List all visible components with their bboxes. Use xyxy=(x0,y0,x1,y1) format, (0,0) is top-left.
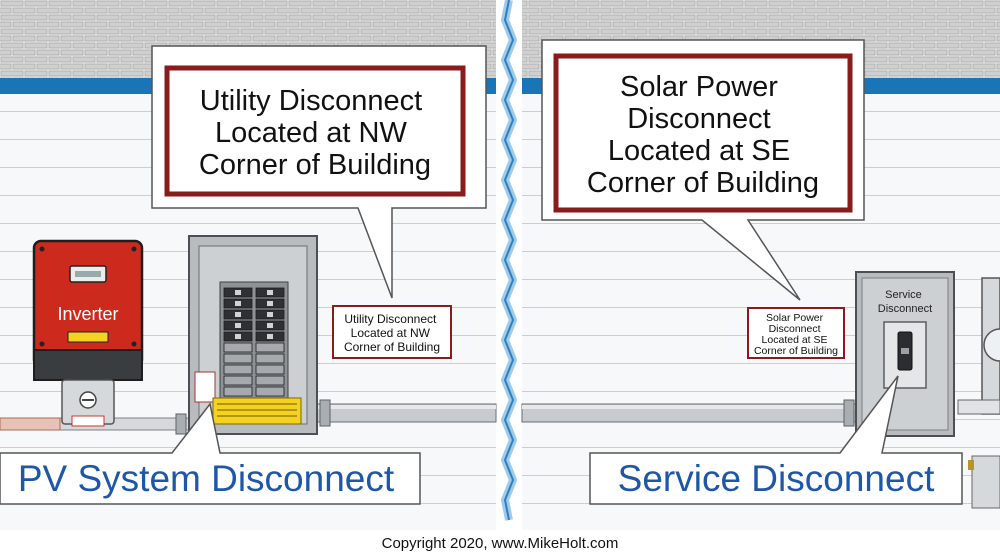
pv-system-disconnect-label: PV System Disconnect xyxy=(18,458,395,499)
breaker-handle xyxy=(267,290,273,295)
right-conduit xyxy=(521,399,859,427)
meter xyxy=(957,277,1000,509)
left-callout-text: Utility Disconnect Located at NW Corner … xyxy=(199,85,431,181)
svg-text:Utility Disconnect Locat: Utility Disconnect Located at NW Corner … xyxy=(344,312,440,354)
left-callout-box xyxy=(164,65,466,197)
breaker-handle xyxy=(235,290,241,295)
breaker-handle xyxy=(267,301,273,306)
breaker xyxy=(223,342,253,353)
breaker-handle xyxy=(267,323,273,328)
left-placard: Utility Disconnect Located at NW Corner … xyxy=(332,305,452,359)
right-bottom-callout: Service Disconnect xyxy=(589,375,963,505)
breaker xyxy=(223,375,253,386)
breaker xyxy=(255,364,285,375)
breaker xyxy=(255,375,285,386)
right-callout-text: Solar Power Disconnect Located at SE Cor… xyxy=(587,71,819,199)
left-conduit xyxy=(315,399,497,427)
footer xyxy=(0,530,1000,556)
panelboard xyxy=(188,235,318,435)
inverter-label: Inverter xyxy=(57,304,118,324)
panelboard-warning-label xyxy=(212,397,302,425)
left-callout: Utility Disconnect Located at NW Corner … xyxy=(151,45,487,299)
breaker xyxy=(255,386,285,397)
right-placard: Solar Power Disconnect Located at SE Cor… xyxy=(747,307,845,359)
svg-text:Solar Power Disconnect: Solar Power Disconnect Located at SE Cor… xyxy=(754,312,838,357)
left-bottom-callout: PV System Disconnect xyxy=(0,402,421,505)
breaker-handle xyxy=(235,301,241,306)
right-callout: Solar Power Disconnect Located at SE Cor… xyxy=(541,39,865,301)
breaker-handle xyxy=(235,312,241,317)
inverter-base xyxy=(33,349,143,381)
service-disconnect-bottom-label: Service Disconnect xyxy=(618,458,935,499)
breaker xyxy=(223,353,253,364)
right-callout-box xyxy=(553,53,853,213)
breaker xyxy=(223,386,253,397)
copyright-text: Copyright 2020, www.MikeHolt.com xyxy=(382,535,619,552)
breaker xyxy=(223,364,253,375)
inverter: Inverter xyxy=(32,239,144,427)
inverter-warning-label xyxy=(67,331,109,343)
breaker-array xyxy=(223,287,285,397)
breaker-handle xyxy=(235,323,241,328)
breaker-handle xyxy=(267,334,273,339)
breaker-handle xyxy=(267,312,273,317)
pv-disconnect-tag xyxy=(194,371,216,403)
breaker xyxy=(255,353,285,364)
breaker xyxy=(255,342,285,353)
breaker-handle xyxy=(235,334,241,339)
service-disconnect-label: Service Disconnect xyxy=(878,289,932,315)
split-divider xyxy=(496,0,522,530)
